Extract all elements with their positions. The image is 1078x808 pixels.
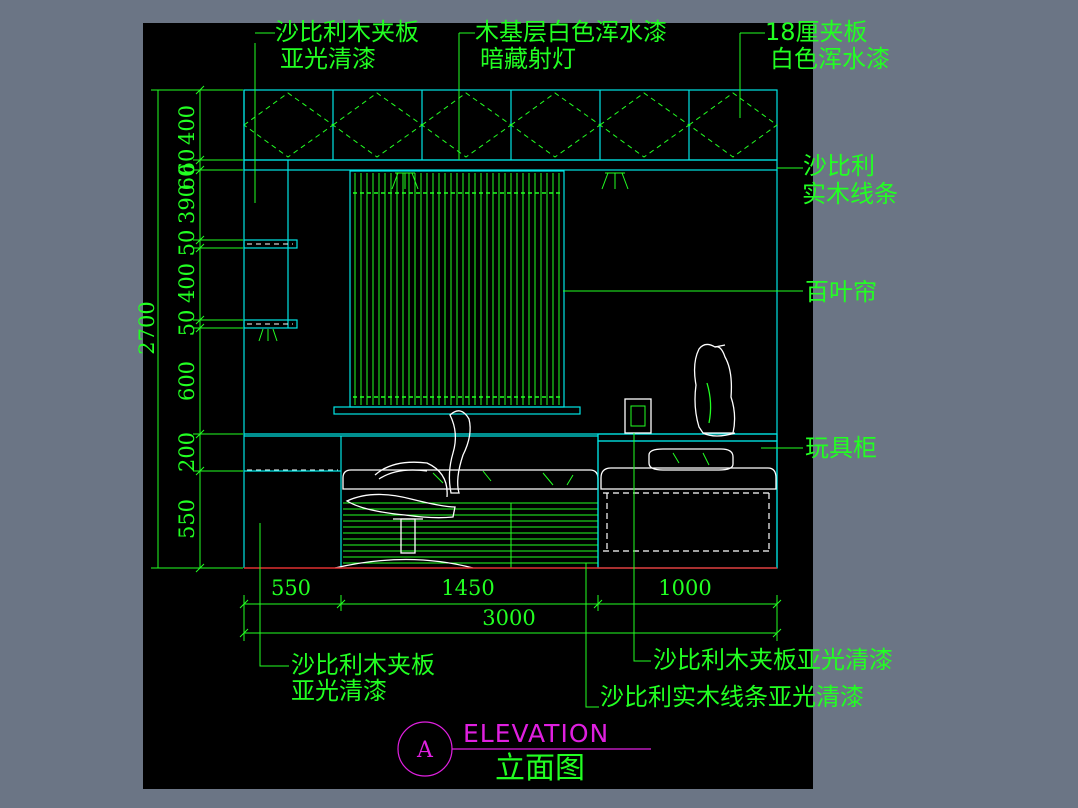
note-18mm-plywood-line2: 白色浑水漆	[770, 45, 890, 73]
dim-width-1000: 1000	[658, 576, 711, 600]
dim-height-2: 60	[175, 164, 199, 191]
leader-lines	[255, 32, 803, 708]
window-blinds	[333, 170, 581, 415]
dim-total-height: 2700	[135, 301, 159, 354]
left-wall-shelves	[243, 43, 298, 568]
upper-cabinet	[243, 89, 778, 171]
dim-height-6: 50	[175, 310, 199, 337]
dim-height-1: 60	[175, 149, 199, 176]
note-sapele-plywood-top-line2: 亚光清漆	[280, 45, 376, 73]
note-18mm-plywood-line1: 18厘夹板	[765, 18, 868, 46]
desk-unit	[244, 433, 777, 568]
note-sapele-plywood-top-line1: 沙比利木夹板	[275, 18, 419, 46]
dim-total-width: 3000	[482, 606, 535, 630]
dim-height-9: 550	[175, 499, 199, 539]
note-toy-cabinet: 玩具柜	[805, 434, 877, 462]
note-sapele-plywood-bottom-line2: 亚光清漆	[291, 677, 387, 705]
title-elevation-cn: 立面图	[495, 751, 585, 786]
office-chair-icon	[334, 410, 474, 569]
title-elevation: ELEVATION	[463, 719, 609, 748]
dim-width-550: 550	[271, 576, 311, 600]
dim-height-0: 400	[175, 105, 199, 145]
penguin-figure-icon	[693, 343, 736, 437]
title-block: A ELEVATION 立面图	[397, 719, 651, 786]
note-sapele-plywood-bottom-line1: 沙比利木夹板	[291, 651, 435, 679]
vertical-dimensions	[151, 85, 243, 573]
note-blinds: 百叶帘	[805, 278, 877, 306]
note-base-white-paint-line1: 木基层白色浑水漆	[475, 18, 667, 46]
note-solid-trim-matte: 沙比利实木线条亚光清漆	[600, 683, 864, 711]
horizontal-dimensions	[239, 595, 782, 641]
photo-frame-icon	[624, 398, 652, 434]
dim-height-7: 600	[175, 361, 199, 401]
dim-height-3: 390	[175, 184, 199, 224]
dim-height-5: 400	[175, 263, 199, 303]
dim-height-4: 50	[175, 230, 199, 257]
dim-height-8: 200	[175, 432, 199, 472]
spotlight-icon	[258, 172, 629, 342]
note-base-white-paint-line2: 暗藏射灯	[480, 45, 576, 73]
note-plywood-matte: 沙比利木夹板亚光清漆	[653, 646, 893, 674]
toy-cabinet	[597, 433, 778, 569]
note-sapele-solid-trim-line2: 实木线条	[802, 180, 898, 208]
note-sapele-solid-trim-line1: 沙比利	[803, 152, 875, 180]
title-marker: A	[416, 738, 434, 763]
dim-width-1450: 1450	[441, 576, 494, 600]
